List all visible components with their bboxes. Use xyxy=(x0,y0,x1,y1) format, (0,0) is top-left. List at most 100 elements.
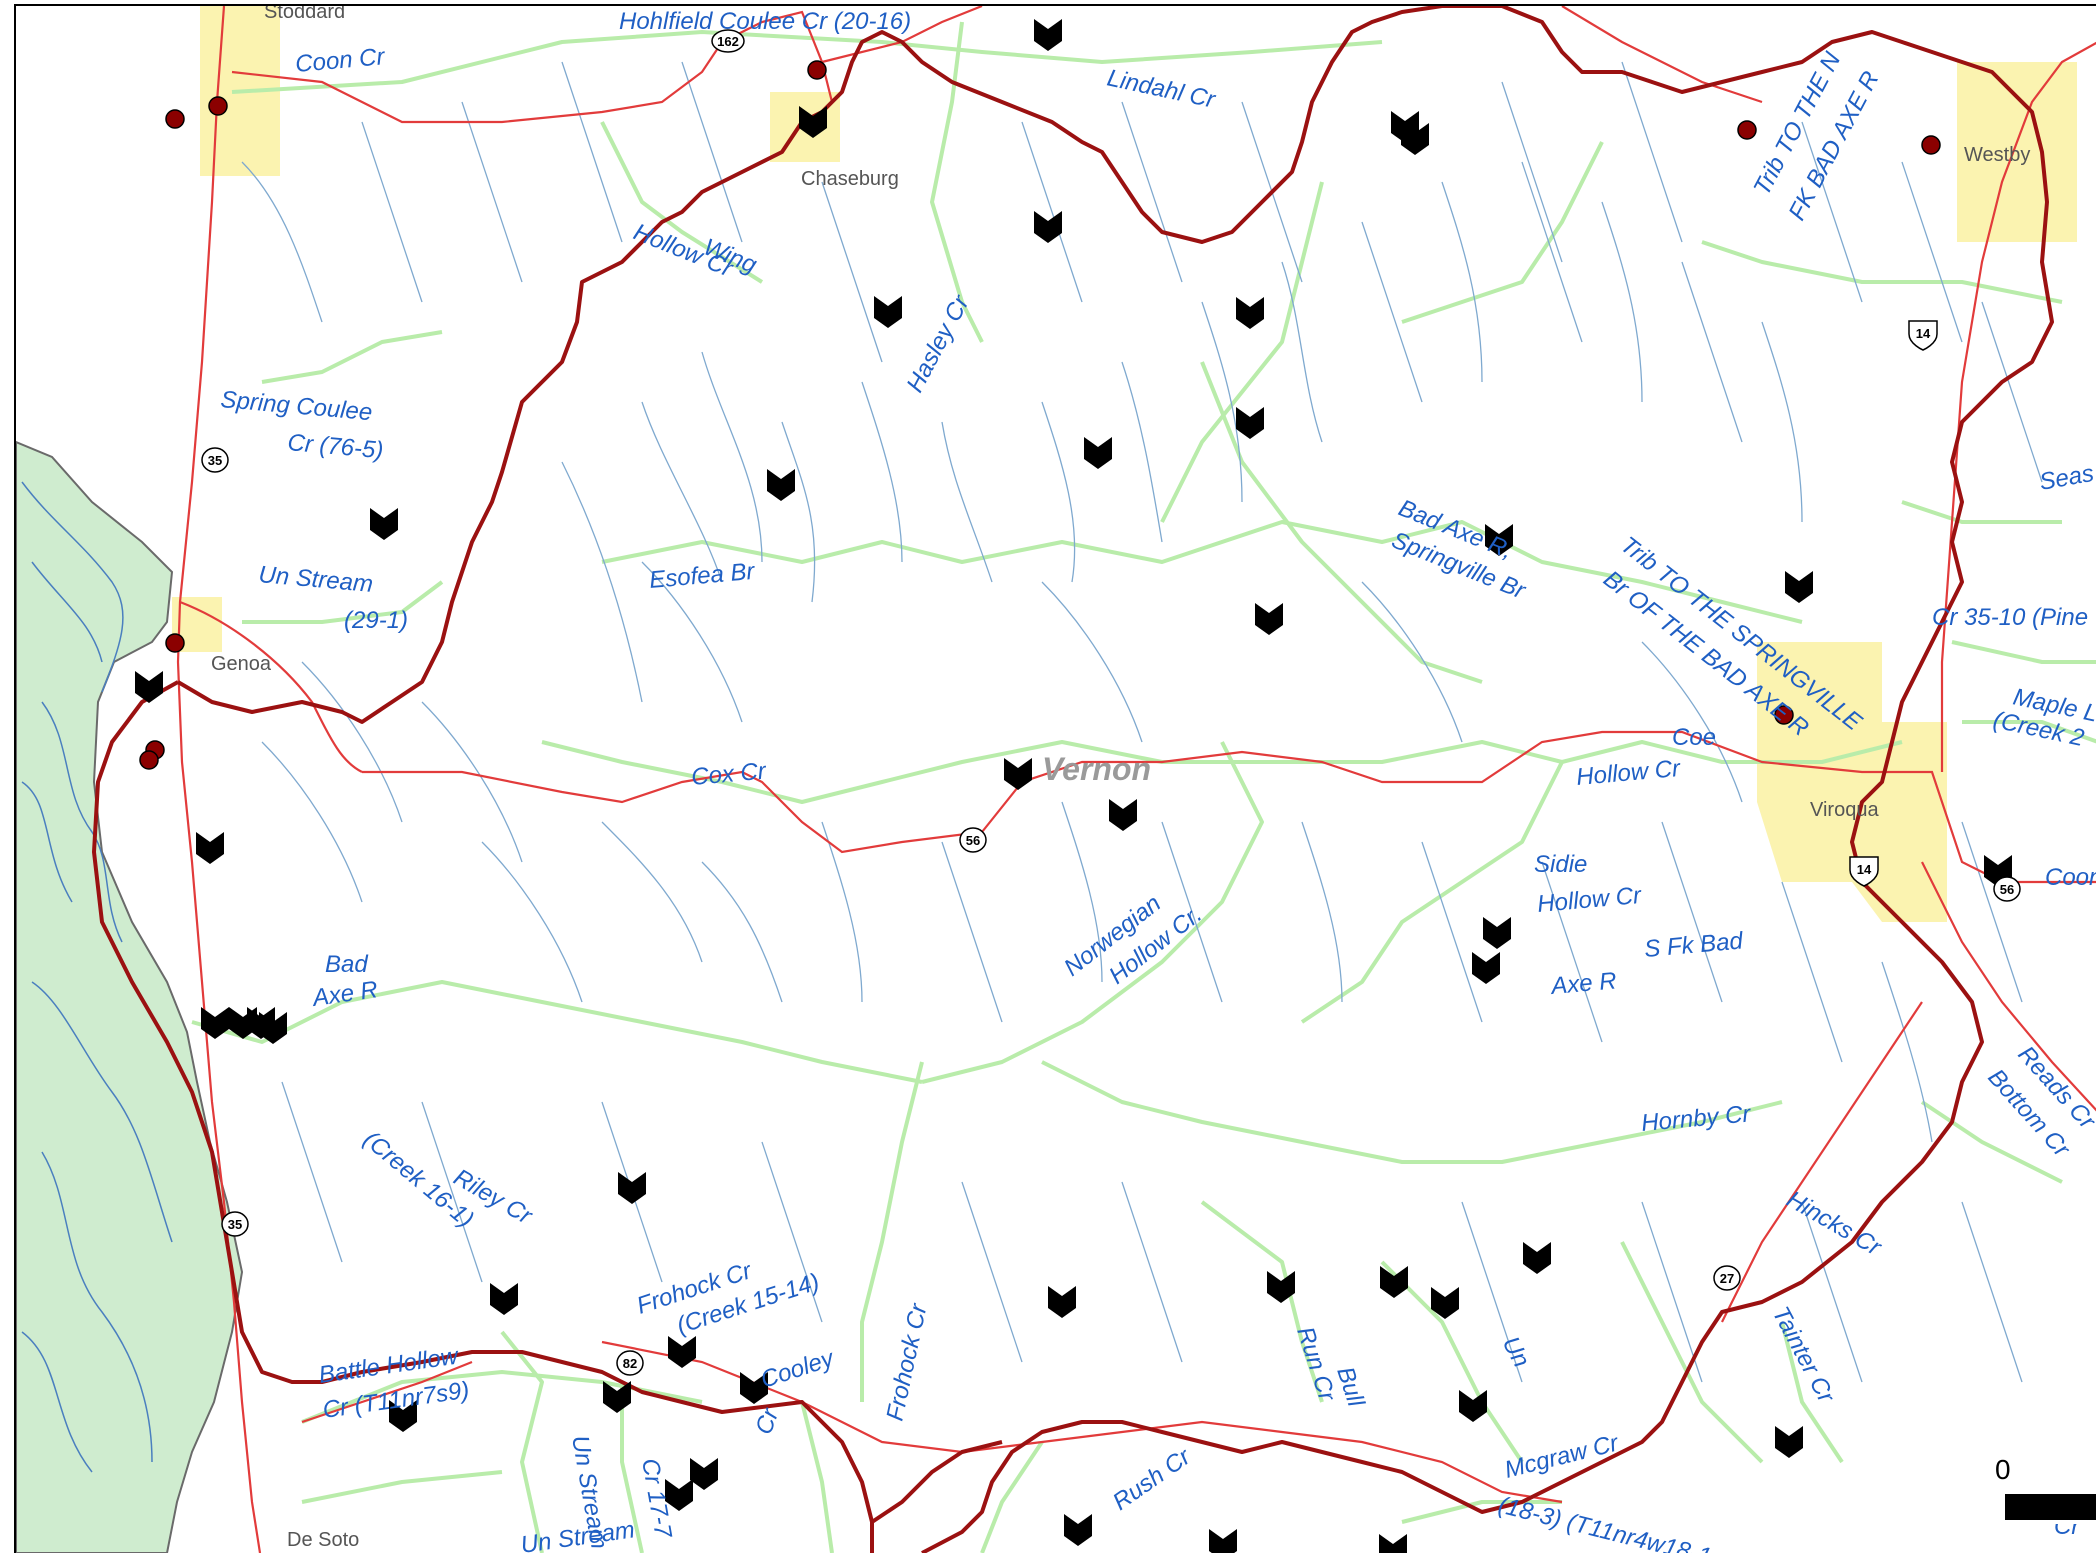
watershed-boundary-south xyxy=(870,1440,1003,1524)
map-canvas[interactable]: Vernon Stoddard Chaseburg Genoa Westby V… xyxy=(16,6,2096,1553)
site-marker xyxy=(1209,1529,1237,1553)
svg-text:82: 82 xyxy=(623,1356,637,1371)
point-dot xyxy=(165,633,185,653)
point-dot xyxy=(807,60,827,80)
town-label-westby: Westby xyxy=(1964,144,2030,166)
stream-label: Esofea Br xyxy=(648,558,756,594)
svg-text:56: 56 xyxy=(2000,882,2014,897)
site-marker xyxy=(1004,758,1032,790)
site-marker xyxy=(370,508,398,540)
stream-label: Rush Cr xyxy=(1108,1443,1196,1516)
stream-label: Un Stream xyxy=(257,561,374,598)
highway-shield-82: 82 xyxy=(616,1350,644,1376)
town-label-chaseburg: Chaseburg xyxy=(801,168,899,190)
svg-text:14: 14 xyxy=(1916,326,1931,341)
site-marker xyxy=(1084,437,1112,469)
highway-shield-us14: 14 xyxy=(1908,320,1938,351)
site-marker xyxy=(1064,1514,1092,1546)
site-marker xyxy=(135,671,163,703)
svg-text:56: 56 xyxy=(966,833,980,848)
stream-label: Spring Coulee xyxy=(219,386,373,426)
site-marker xyxy=(874,296,902,328)
highway-shield-56: 56 xyxy=(1993,876,2021,902)
scale-bar-label: 0 xyxy=(1995,1454,2011,1485)
stream-label: (29-1) xyxy=(344,607,408,634)
scale-bar: 0 xyxy=(1995,1454,2096,1524)
svg-text:27: 27 xyxy=(1720,1271,1734,1286)
stream-label: Tainter Cr xyxy=(1767,1302,1840,1408)
svg-text:162: 162 xyxy=(717,34,739,49)
point-dot xyxy=(208,96,228,116)
stream-label: S Fk Bad xyxy=(1643,927,1744,963)
stream-label: Seas xyxy=(2037,460,2096,496)
stream-label: Cr 35-10 (Pine xyxy=(1932,604,2088,631)
point-dot xyxy=(1774,705,1794,725)
point-dot xyxy=(139,750,159,770)
stream-label: Hollow Cr xyxy=(1536,882,1643,918)
stream-label: Cooley xyxy=(758,1344,839,1393)
point-dot xyxy=(1921,135,1941,155)
stream-label: Mcgraw Cr xyxy=(1502,1429,1622,1484)
site-marker xyxy=(767,469,795,501)
stream-label: Run Cr xyxy=(1291,1324,1340,1406)
town-label-genoa: Genoa xyxy=(211,653,272,675)
site-marker xyxy=(1109,799,1137,831)
green-corridors xyxy=(191,21,2096,1553)
stream-label: Coe xyxy=(1672,724,1716,751)
site-marker xyxy=(196,832,224,864)
highway-shield-us14: 14 xyxy=(1849,856,1879,887)
stream-label: Hornby Cr xyxy=(1640,1100,1752,1137)
site-marker xyxy=(668,1336,696,1368)
stream-label: Axe R xyxy=(309,976,379,1012)
site-marker xyxy=(1785,571,1813,603)
stream-network xyxy=(241,61,2043,1383)
site-marker xyxy=(1775,1426,1803,1458)
site-marker xyxy=(1380,1266,1408,1298)
site-marker xyxy=(1034,211,1062,243)
stream-label: Coon xyxy=(2045,864,2096,891)
watershed-boundary xyxy=(176,6,2054,1553)
stream-label: Cr 17-7 xyxy=(636,1456,677,1541)
stream-label: Bad xyxy=(325,951,368,978)
highway-shield-27: 27 xyxy=(1713,1265,1741,1291)
point-dot xyxy=(1737,120,1757,140)
highway-shield-162: 162 xyxy=(711,29,745,53)
stream-label: Coon Cr xyxy=(294,43,386,78)
stream-label: Sidie xyxy=(1534,851,1587,878)
site-marker xyxy=(1523,1242,1551,1274)
site-marker xyxy=(1255,603,1283,635)
map-view[interactable]: Vernon Stoddard Chaseburg Genoa Westby V… xyxy=(14,4,2096,1553)
site-marker xyxy=(1459,1390,1487,1422)
site-marker xyxy=(1472,952,1500,984)
highway-shield-56: 56 xyxy=(959,827,987,853)
town-label-viroqua: Viroqua xyxy=(1810,799,1879,821)
site-marker xyxy=(1379,1534,1407,1553)
stream-label: (18-3) (T11nr4w18-1 xyxy=(1496,1492,1714,1553)
point-dot xyxy=(165,109,185,129)
stream-label: Hollow Cr xyxy=(1575,755,1682,791)
site-marker xyxy=(1236,297,1264,329)
highway-shield-35: 35 xyxy=(221,1211,249,1237)
site-marker xyxy=(1034,19,1062,51)
highway-shield-35: 35 xyxy=(201,447,229,473)
county-label: Vernon xyxy=(1042,751,1151,787)
site-marker xyxy=(618,1172,646,1204)
site-marker xyxy=(1048,1286,1076,1318)
stream-label: Hincks Cr xyxy=(1782,1186,1886,1262)
svg-text:35: 35 xyxy=(228,1217,242,1232)
stream-label: Hohlfield Coulee Cr (20-16) xyxy=(619,8,911,35)
stream-label: Cr (76-5) xyxy=(286,429,384,464)
svg-text:35: 35 xyxy=(208,453,222,468)
roads xyxy=(176,6,2096,1553)
river-floodplain xyxy=(16,440,244,1553)
stream-label: Un xyxy=(1497,1332,1535,1372)
site-marker xyxy=(201,1007,229,1039)
stream-label: Hollow Cr xyxy=(630,219,737,283)
watershed-boundary-west xyxy=(92,680,874,1553)
point-features xyxy=(139,60,1941,770)
stream-label: Axe R xyxy=(1548,967,1617,1000)
site-marker xyxy=(690,1458,718,1490)
town-label-desoto: De Soto xyxy=(287,1529,359,1551)
stream-label: Hasley Cr xyxy=(901,290,975,397)
site-marker xyxy=(1236,407,1264,439)
